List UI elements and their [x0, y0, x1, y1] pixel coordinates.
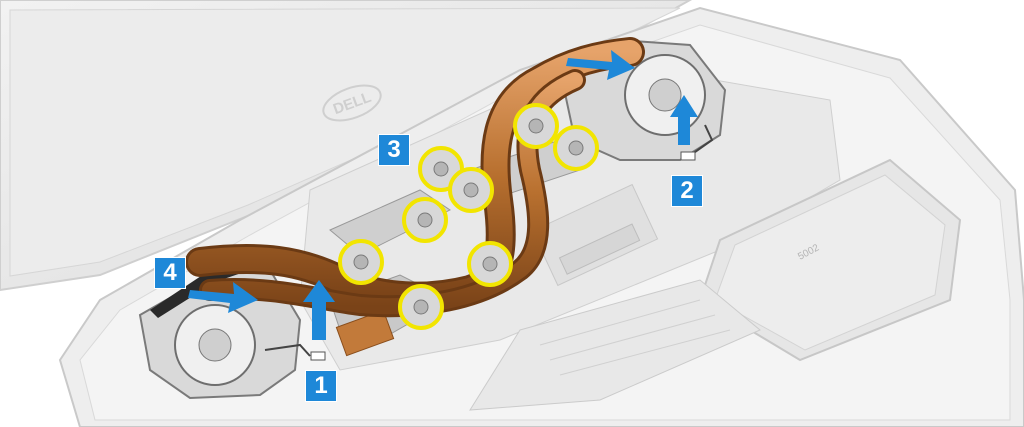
- step-badge-1: 1: [305, 370, 337, 402]
- screw-ring: [513, 103, 559, 149]
- fan-left: [138, 255, 311, 400]
- screw-ring: [467, 241, 513, 287]
- step-badge-4: 4: [154, 257, 186, 289]
- screw-ring: [553, 125, 599, 171]
- screw-ring: [402, 197, 448, 243]
- screw-ring: [398, 284, 444, 330]
- screw-ring: [338, 239, 384, 285]
- fan-cables: [310, 124, 714, 361]
- chassis-grille: [469, 279, 761, 411]
- arrow-lift-heatsink: [303, 280, 335, 340]
- arrow-lift-right-fan: [670, 95, 698, 145]
- screw-rings: [338, 103, 599, 330]
- arrow-slide-right-fan: [566, 50, 635, 80]
- dell-logo: DELL: [322, 84, 382, 122]
- step-badge-3: 3: [378, 134, 410, 166]
- arrow-slide-left-fan: [188, 282, 258, 313]
- step-badge-2: 2: [671, 175, 703, 207]
- screw-ring: [448, 167, 494, 213]
